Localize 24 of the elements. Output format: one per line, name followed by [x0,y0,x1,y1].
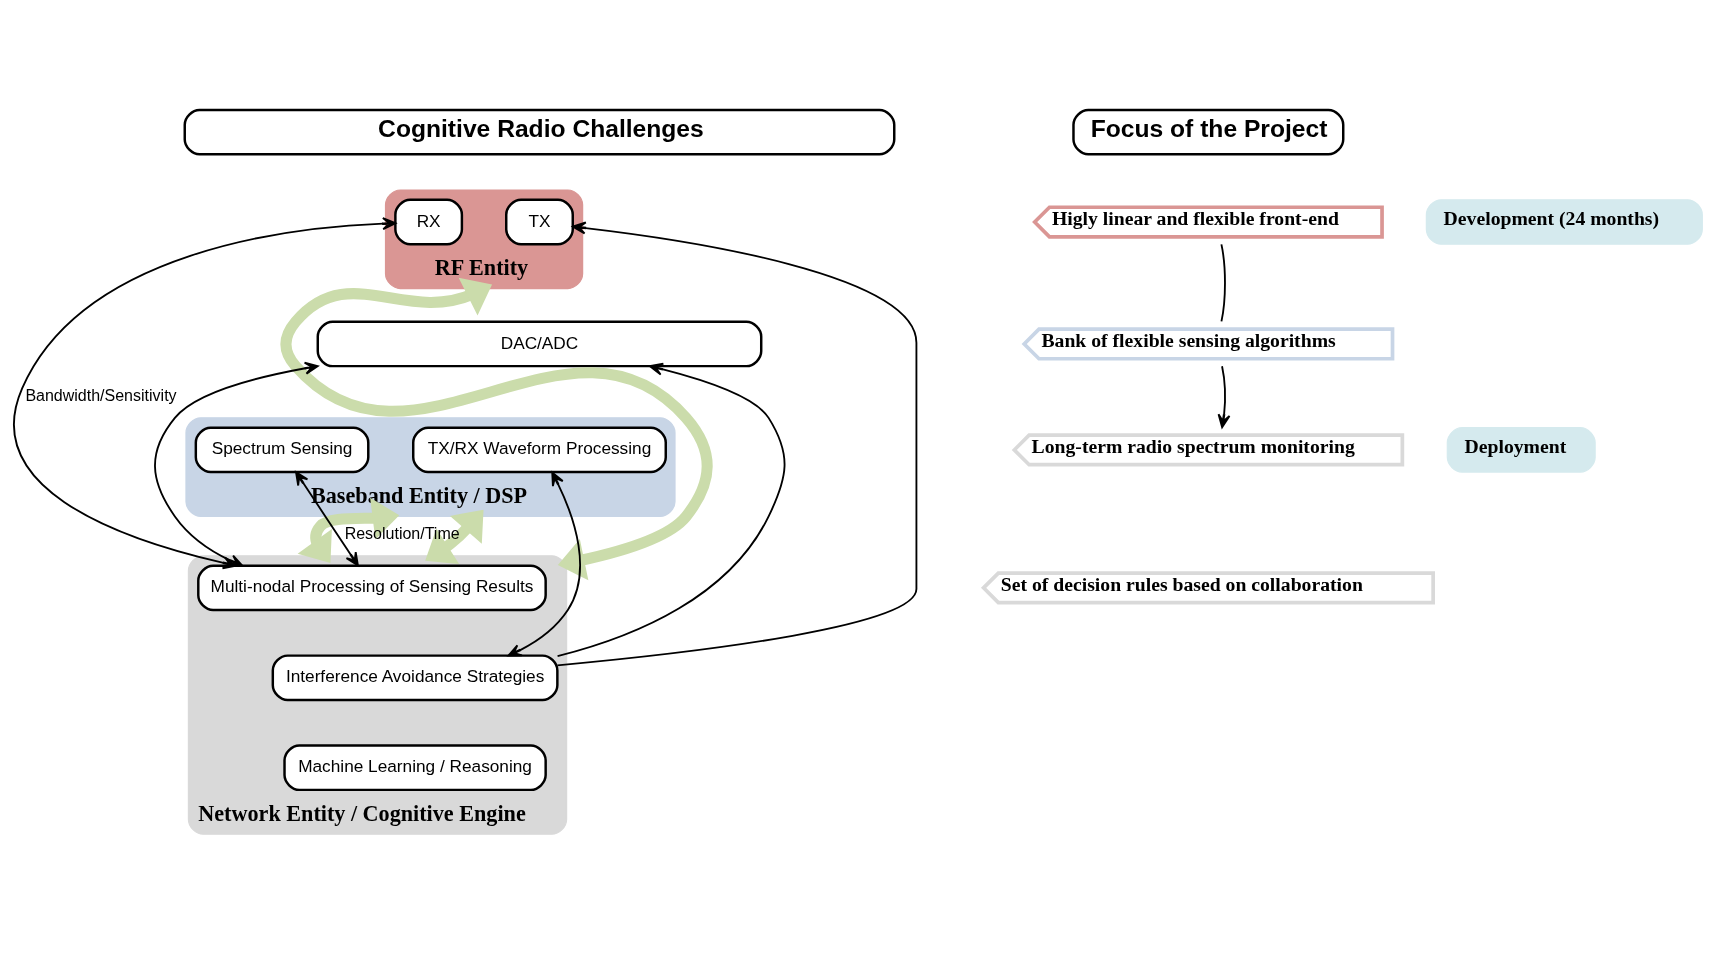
node-box: Multi-nodal Processing of Sensing Results [197,564,547,612]
node-box: Deployment [1446,427,1596,473]
arrow [425,509,484,565]
arrow [295,471,359,567]
edge-label: Bandwidth/Sensitivity [25,387,177,405]
node-box: Spectrum Sensing [194,426,370,474]
node-box: Cognitive Radio Challenges [183,108,896,156]
node-box: DAC/ADC [316,320,763,368]
node-box: RX [394,198,464,246]
edge-label: Resolution/Time [344,525,460,543]
arrow [556,362,786,658]
node-box: TX/RX Waveform Processing [412,426,667,474]
connector [1220,243,1226,323]
node-box: Interference Avoidance Strategies [271,654,559,702]
arrow [154,361,319,567]
arrow [507,471,581,657]
arrow [280,277,713,581]
node-box: Machine Learning / Reasoning [283,744,547,792]
arrow [556,221,918,667]
arrow [297,497,400,564]
arrow [1217,365,1231,429]
node-box: Development (24 months) [1425,199,1703,245]
node-box: TX [505,198,574,246]
node-box: Focus of the Project [1072,108,1345,156]
